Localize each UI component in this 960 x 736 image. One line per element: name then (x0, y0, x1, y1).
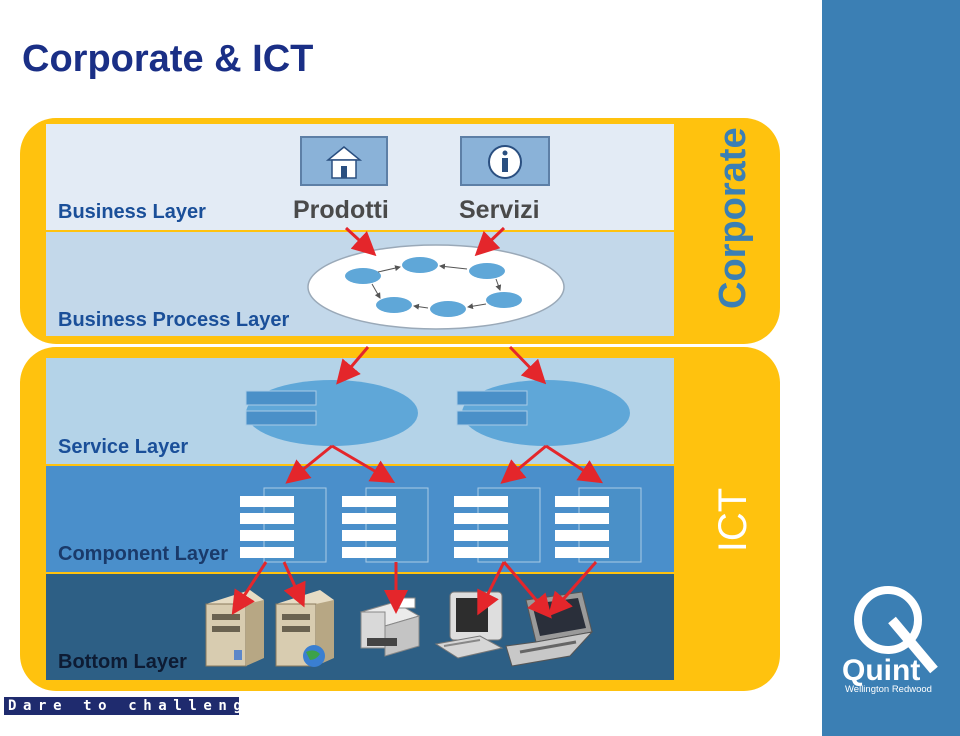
house-icon (325, 146, 363, 179)
info-icon (488, 145, 522, 179)
logo-name: Quint (842, 654, 921, 687)
services-icon-box (460, 136, 550, 186)
corporate-vertical-label: Corporate (712, 127, 754, 309)
service-layer-label: Service Layer (58, 436, 189, 458)
component-layer-label: Component Layer (58, 543, 229, 565)
sidebar-brand-band (822, 0, 960, 736)
business-layer-label: Business Layer (58, 201, 206, 223)
process-layer-label: Business Process Layer (58, 309, 290, 331)
process-step-nodes (345, 257, 522, 317)
dependency-arrows (231, 226, 604, 619)
page-title: Corporate & ICT (22, 38, 314, 80)
products-label: Prodotti (293, 196, 389, 224)
logo-subtitle: Wellington Redwood (845, 684, 932, 695)
ict-vertical-label: ICT (711, 487, 755, 553)
component-boxes (240, 487, 642, 563)
server-globe-icon (275, 590, 334, 667)
laptop-icon (505, 591, 594, 667)
motto-banner: Dare to challenge (4, 697, 257, 715)
bottom-layer-label: Bottom Layer (58, 651, 187, 673)
services-label: Servizi (459, 196, 540, 224)
workstation-icon (434, 591, 504, 659)
quint-logo-mark (854, 586, 938, 674)
process-cycle-ellipse (307, 244, 565, 330)
products-icon-box (300, 136, 388, 186)
printer-icon (359, 597, 421, 657)
process-cycle-arrows (371, 263, 502, 310)
server-icon (205, 590, 264, 667)
